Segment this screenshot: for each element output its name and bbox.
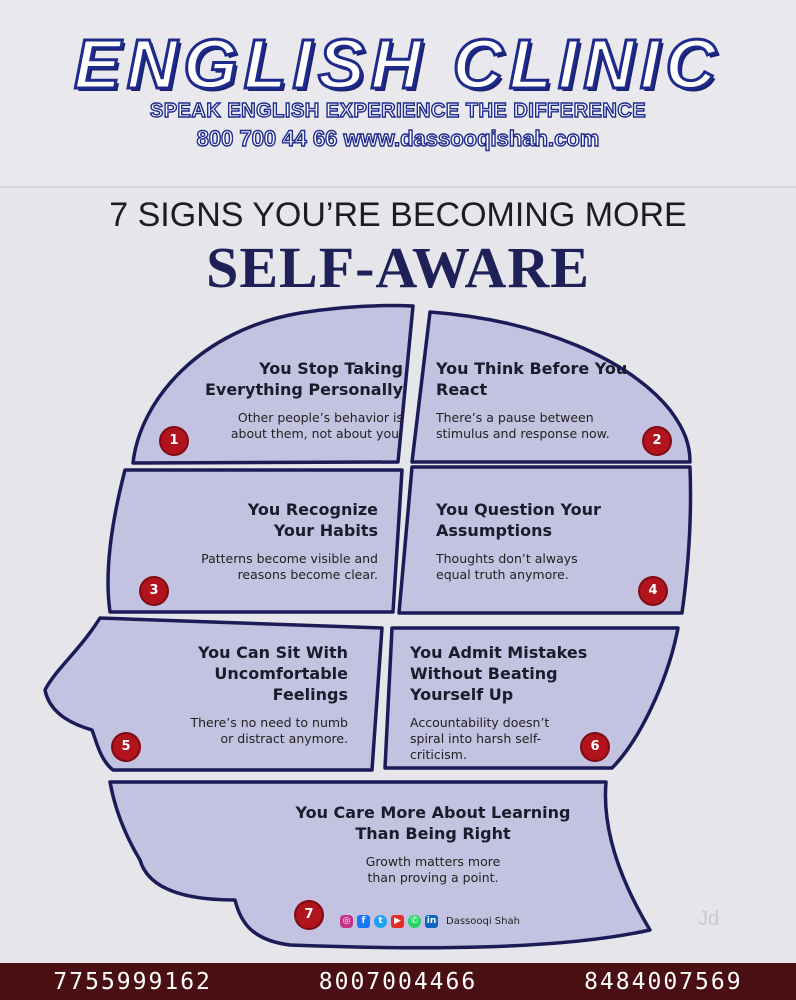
sign-1-desc: Other people’s behavior is about them, n… (230, 410, 403, 441)
sign-7-number-badge: 7 (296, 902, 322, 928)
instagram-icon[interactable]: ◎ (340, 914, 353, 928)
headline-line2: SELF-AWARE (206, 235, 590, 300)
head-section-6 (383, 626, 680, 770)
brand-tagline: SPEAK ENGLISH EXPERIENCE THE DIFFERENCE (149, 99, 647, 122)
social-links: ◎ f t ▶ ✆ in Dassooqi Shah (340, 913, 520, 929)
sign-3-title: You Recognize Your Habits (247, 500, 378, 540)
head-section-5 (43, 616, 384, 772)
headline-line1: 7 SIGNS YOU’RE BECOMING MORE (109, 196, 687, 234)
twitter-icon[interactable]: t (374, 914, 387, 928)
linkedin-icon[interactable]: in (425, 914, 438, 928)
head-section-2 (410, 310, 692, 464)
sign-4-title: You Question Your Assumptions (436, 500, 601, 540)
sign-5-desc: There’s no need to numb or distract anym… (190, 715, 349, 746)
footer-phone-1[interactable]: 7755999162 (53, 968, 212, 995)
sign-6-title: You Admit Mistakes Without Beating Yours… (410, 643, 588, 704)
sign-2-title: You Think Before You React (436, 359, 628, 399)
social-handle: Dassooqi Shah (446, 915, 520, 927)
sign-5-number-badge: 5 (113, 734, 139, 760)
sign-5-title: You Can Sit With Uncomfortable Feelings (198, 643, 348, 704)
head-section-7 (108, 780, 652, 950)
sign-6-number-badge: 6 (582, 734, 608, 760)
head-section-4 (397, 465, 693, 615)
facebook-icon[interactable]: f (357, 914, 370, 928)
footer-phone-3[interactable]: 8484007569 (584, 968, 743, 995)
sign-2-desc: There’s a pause between stimulus and res… (436, 410, 610, 441)
sign-5: You Can Sit With Uncomfortable Feelings … (180, 642, 349, 747)
footer-phone-2[interactable]: 8007004466 (318, 968, 478, 995)
sign-4-desc: Thoughts don’t always equal truth anymor… (436, 551, 578, 582)
sign-1: You Stop Taking Everything Personally Ot… (185, 358, 403, 442)
sign-6-desc: Accountability doesn’t spiral into harsh… (410, 715, 550, 762)
youtube-icon[interactable]: ▶ (391, 914, 404, 928)
sign-1-number-badge: 1 (161, 428, 187, 454)
sign-7-title: You Care More About Learning Than Being … (295, 803, 571, 843)
jd-watermark: Jd (698, 908, 720, 930)
sign-2-number-badge: 2 (644, 428, 670, 454)
sign-3: You Recognize Your Habits Patterns becom… (200, 499, 378, 583)
sign-4: You Question Your Assumptions Thoughts d… (436, 499, 626, 583)
header-divider (0, 186, 796, 188)
sign-2: You Think Before You React There’s a pau… (436, 358, 636, 442)
header-banner: ENGLISH CLINIC SPEAK ENGLISH EXPERIENCE … (0, 0, 796, 186)
sign-3-number-badge: 3 (141, 578, 167, 604)
brand-contact: 800 700 44 66 www.dassooqishah.com (196, 125, 600, 151)
sign-4-number-badge: 4 (640, 578, 666, 604)
sign-1-title: You Stop Taking Everything Personally (204, 359, 403, 399)
sign-6: You Admit Mistakes Without Beating Yours… (410, 642, 610, 763)
sign-3-desc: Patterns become visible and reasons beco… (201, 551, 378, 582)
head-section-3 (106, 468, 404, 614)
head-section-1 (131, 303, 415, 465)
sign-7: You Care More About Learning Than Being … (295, 802, 571, 886)
whatsapp-icon[interactable]: ✆ (408, 914, 421, 928)
footer-phone-bar: 7755999162 8007004466 8484007569 (0, 963, 796, 1000)
brand-title: ENGLISH CLINIC (73, 24, 722, 105)
sign-7-desc: Growth matters more than proving a point… (365, 854, 501, 885)
